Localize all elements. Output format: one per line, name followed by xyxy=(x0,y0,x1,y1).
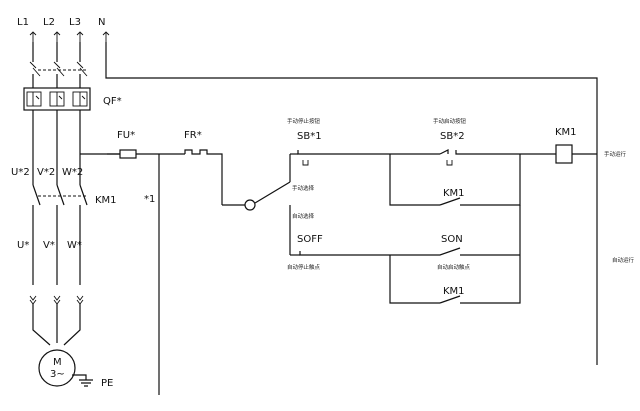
stop-button-sb1 xyxy=(290,150,390,166)
l3-label: L3 xyxy=(69,17,81,28)
note-auto-stop: 自动停止触点 xyxy=(287,263,321,271)
terminal-v2: V*2 xyxy=(37,167,55,178)
n-terminal-arrow xyxy=(102,31,110,42)
contactor-main-label: KM1 xyxy=(95,195,117,206)
terminal-v: V* xyxy=(43,240,55,251)
motor-feed-u xyxy=(32,304,51,346)
hold2-label: KM1 xyxy=(443,286,465,297)
soff-contact xyxy=(290,251,390,256)
sb1-label: SB*1 xyxy=(297,131,322,142)
hold1-label: KM1 xyxy=(443,188,465,199)
l2-label: L2 xyxy=(43,17,55,28)
fuse-fu xyxy=(107,149,185,159)
note-auto-select: 自动选择 xyxy=(292,212,315,220)
son-contact xyxy=(390,247,520,256)
terminal-w: W* xyxy=(67,240,82,251)
coil-label: KM1 xyxy=(555,127,577,138)
relay-label: FR* xyxy=(184,130,202,141)
soff-label: SOFF xyxy=(297,234,323,245)
motor-phase-label: 3~ xyxy=(50,369,65,380)
motor-symbol xyxy=(38,349,76,387)
phase-l2-line xyxy=(53,42,65,88)
holding-contact-2 xyxy=(389,255,521,304)
note-auto-start: 自动启动触点 xyxy=(437,263,471,271)
coil-km1 xyxy=(520,144,597,164)
pe-label: PE xyxy=(101,378,113,389)
note-manual-run: 手动运行 xyxy=(604,150,627,158)
l1-terminal-arrow xyxy=(29,31,37,42)
l1-label: L1 xyxy=(17,17,29,28)
motor-feed-w xyxy=(63,304,81,346)
terminal-w2: W*2 xyxy=(62,167,83,178)
sb2-label: SB*2 xyxy=(440,131,465,142)
fuse-label: FU* xyxy=(117,130,135,141)
l2-terminal-arrow xyxy=(53,31,61,42)
phase-l3-line xyxy=(76,42,88,88)
note-sb2: 手动启动按钮 xyxy=(433,117,467,125)
note-auto-run: 自动运行 xyxy=(612,256,635,264)
motor-m-label: M xyxy=(53,357,62,368)
ground-icon xyxy=(72,374,93,387)
main-contactor-contacts xyxy=(32,184,88,285)
thermal-relay-fr xyxy=(184,149,223,205)
neutral-line xyxy=(105,42,598,365)
terminal-u: U* xyxy=(17,240,29,251)
note-sb1: 手动停止按钮 xyxy=(287,117,321,125)
son-label: SON xyxy=(441,234,463,245)
l3-terminal-arrow xyxy=(76,31,84,42)
note-manual-select: 手动选择 xyxy=(292,184,315,192)
breaker-qf xyxy=(23,87,91,111)
motor-connector-chevrons xyxy=(29,295,84,305)
phase-l1-line xyxy=(29,42,41,88)
breaker-label: QF* xyxy=(103,96,122,107)
start-button-sb2 xyxy=(439,149,520,166)
selector-switch xyxy=(222,181,291,211)
n-label: N xyxy=(98,17,105,28)
node1-label: *1 xyxy=(144,194,155,205)
terminal-u2: U*2 xyxy=(11,167,30,178)
